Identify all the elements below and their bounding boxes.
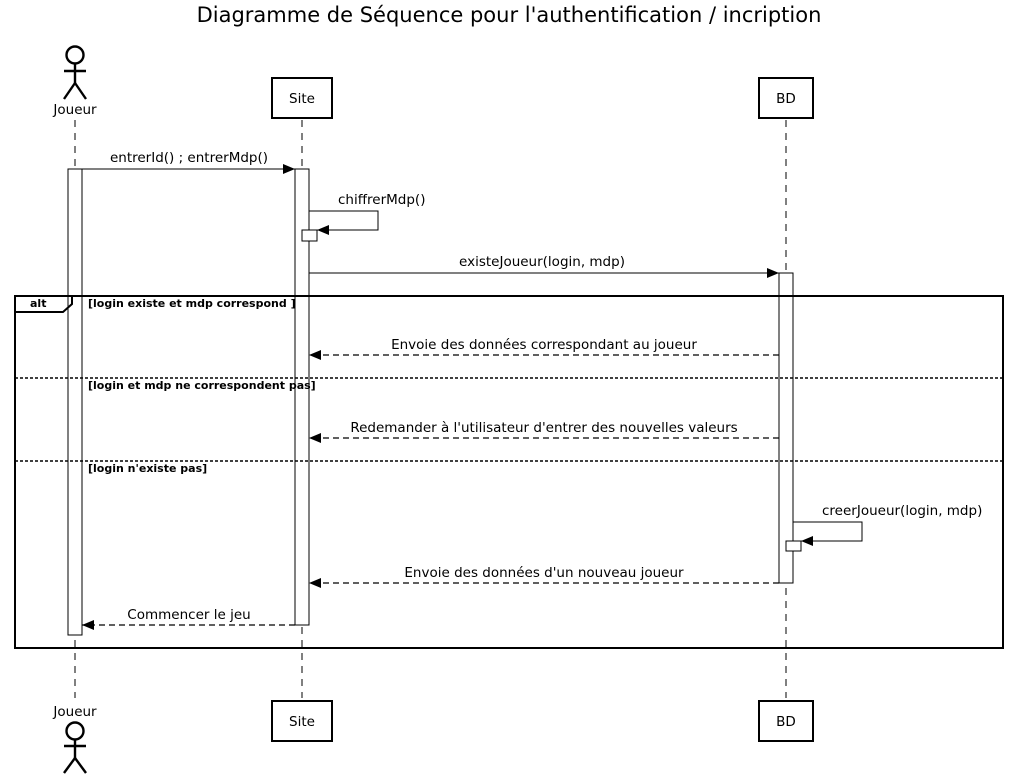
- alt-guard-1: [login existe et mdp correspond ]: [88, 297, 296, 310]
- message-arrow-6: [793, 521, 863, 546]
- actor-head-icon: [65, 45, 85, 65]
- diagram-title: Diagramme de Séquence pour l'authentific…: [197, 3, 822, 27]
- alt-guard-3: [login n'existe pas]: [88, 462, 207, 475]
- actor-joueur-bottom: Joueur: [52, 704, 97, 774]
- message-label-6: creerJoueur(login, mdp): [822, 503, 982, 519]
- participant-site-top: Site: [271, 77, 333, 119]
- activation-site: [294, 168, 310, 626]
- message-label-3: existeJoueur(login, mdp): [459, 254, 625, 270]
- message-label-7: Envoie des données d'un nouveau joueur: [404, 565, 684, 581]
- participant-label-bd-bottom: BD: [776, 714, 796, 730]
- message-label-4: Envoie des données correspondant au joue…: [391, 337, 697, 353]
- participant-label-bd: BD: [776, 91, 796, 107]
- message-label-8: Commencer le jeu: [127, 607, 250, 623]
- alt-guard-2: [login et mdp ne correspondent pas]: [88, 379, 316, 392]
- message-label-1: entrerId() ; entrerMdp(): [110, 150, 268, 166]
- participant-label-joueur-bottom: Joueur: [52, 704, 97, 720]
- activation-joueur: [67, 168, 83, 636]
- message-arrow-2: [309, 210, 379, 235]
- message-label-5: Redemander à l'utilisateur d'entrer des …: [350, 420, 737, 436]
- actor-joueur-top: Joueur: [52, 45, 97, 118]
- activation-bd-nested: [785, 540, 802, 552]
- message-label-2: chiffrerMdp(): [338, 192, 425, 208]
- participant-bd-top: BD: [758, 77, 814, 119]
- actor-head-icon: [65, 721, 85, 741]
- participant-bd-bottom: BD: [758, 700, 814, 742]
- participant-label-site-bottom: Site: [289, 714, 315, 730]
- alt-keyword: alt: [30, 297, 46, 310]
- participant-label-site: Site: [289, 91, 315, 107]
- alt-fragment: alt [login existe et mdp correspond ] [l…: [14, 295, 1004, 649]
- participant-label-joueur: Joueur: [52, 102, 97, 118]
- activation-site-nested: [301, 229, 318, 242]
- alt-frame: [14, 295, 1004, 649]
- participant-site-bottom: Site: [271, 700, 333, 742]
- activation-bd: [778, 272, 794, 584]
- alt-tab: [15, 296, 73, 313]
